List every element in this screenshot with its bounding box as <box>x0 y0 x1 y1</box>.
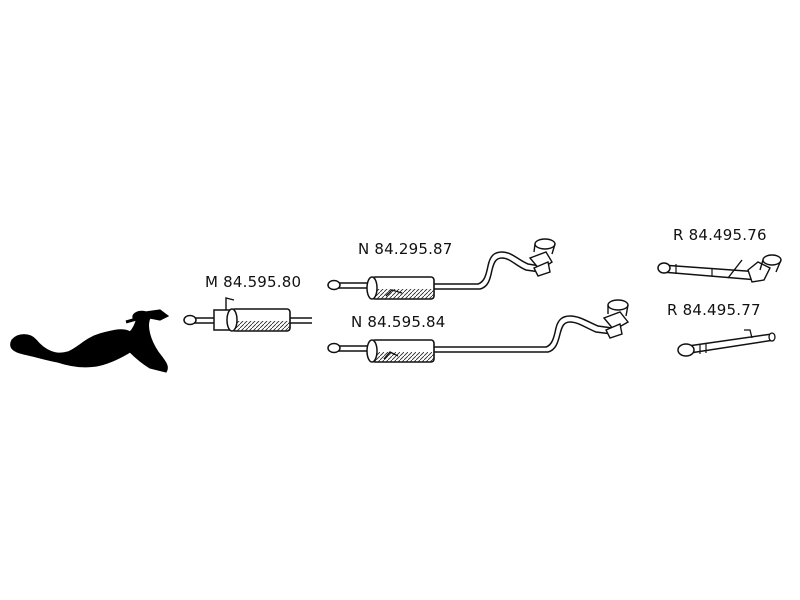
catalytic-converter-part <box>10 309 170 373</box>
part-label-n-upper: N 84.295.87 <box>358 240 453 258</box>
n-part-upper-silencer <box>327 238 556 300</box>
m-part-silencer <box>183 297 312 332</box>
r-part-upper-tailpipe <box>657 254 782 283</box>
n-part-lower-silencer <box>327 299 630 363</box>
part-label-n-lower: N 84.595.84 <box>351 313 446 331</box>
part-label-m: M 84.595.80 <box>205 273 302 291</box>
part-label-r-lower: R 84.495.77 <box>667 301 761 319</box>
r-part-lower-tailpipe <box>677 329 776 357</box>
part-label-r-upper: R 84.495.76 <box>673 226 767 244</box>
